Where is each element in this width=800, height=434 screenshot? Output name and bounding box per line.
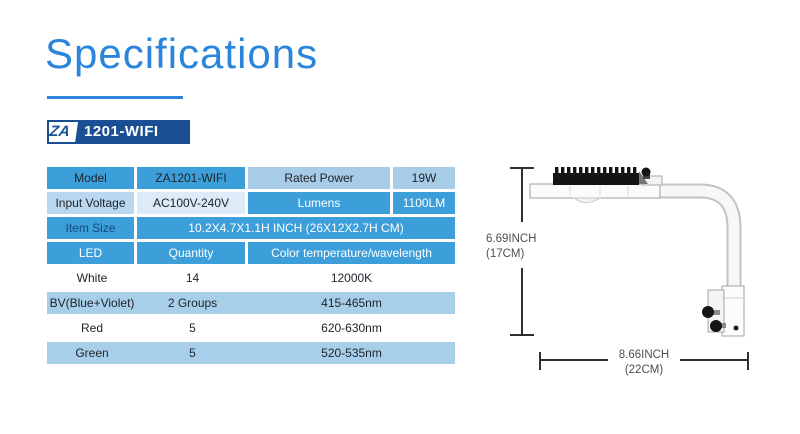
cell-wavelength-header: Color temperature/wavelength [248,242,455,264]
badge-model: 1201-WIFI [84,123,159,140]
led-wave: 415-465nm [321,296,382,310]
led-row-bv: BV(Blue+Violet) 2 Groups 415-465nm [47,292,455,314]
title-underline [47,96,183,99]
height-dimension-line [510,167,534,336]
lamp-diagram: 6.69INCH (17CM) 8.66INCH (22CM) [486,167,749,376]
body-knob-icon [641,167,651,179]
led-qty: 14 [185,271,200,285]
led-wave: 620-630nm [321,321,382,335]
width-label-inch: 8.66INCH [619,349,670,361]
cell-rated-power-value: 19W [393,167,455,189]
page-title: Specifications [45,30,319,77]
led-wave: 520-535nm [321,346,382,360]
cell-model-value: ZA1201-WIFI [137,167,245,189]
led-color: White [76,271,108,285]
spec-table: Model ZA1201-WIFI Rated Power 19W Input … [47,167,455,364]
cell-lumens-label: Lumens [248,192,390,214]
cell-rated-power-label: Rated Power [248,167,390,189]
led-row-green: Green 5 520-535nm [47,342,455,364]
cell-lumens-value: 1100LM [393,192,455,214]
cell-input-voltage-value: AC100V-240V [137,192,245,214]
model-badge: ZA 1201-WIFI [47,120,190,144]
mounting-arm [645,183,742,336]
led-row-white: White 14 12000K [47,267,455,289]
height-label-cm: (17CM) [486,248,525,260]
badge-prefix: ZA [49,122,78,142]
cell-input-voltage-label: Input Voltage [47,192,134,214]
tank-clamp [702,285,745,337]
led-row-red: Red 5 620-630nm [47,317,455,339]
heatsink [553,167,648,185]
cell-led-header: LED [47,242,134,264]
cell-quantity-header: Quantity [137,242,245,264]
led-color: Red [80,321,103,335]
width-label-cm: (22CM) [625,364,664,376]
led-color: BV(Blue+Violet) [49,296,135,310]
width-dimension-line [539,352,749,370]
cell-item-size-value: 10.2X4.7X1.1H INCH (26X12X2.7H CM) [137,217,455,239]
cell-item-size-label: Item Size [47,217,134,239]
height-label-inch: 6.69INCH [486,233,537,245]
cell-model-label: Model [47,167,134,189]
led-qty: 5 [189,321,196,335]
led-wave: 12000K [330,271,373,285]
led-color: Green [75,346,109,360]
led-qty: 5 [189,346,196,360]
led-qty: 2 Groups [167,296,218,310]
